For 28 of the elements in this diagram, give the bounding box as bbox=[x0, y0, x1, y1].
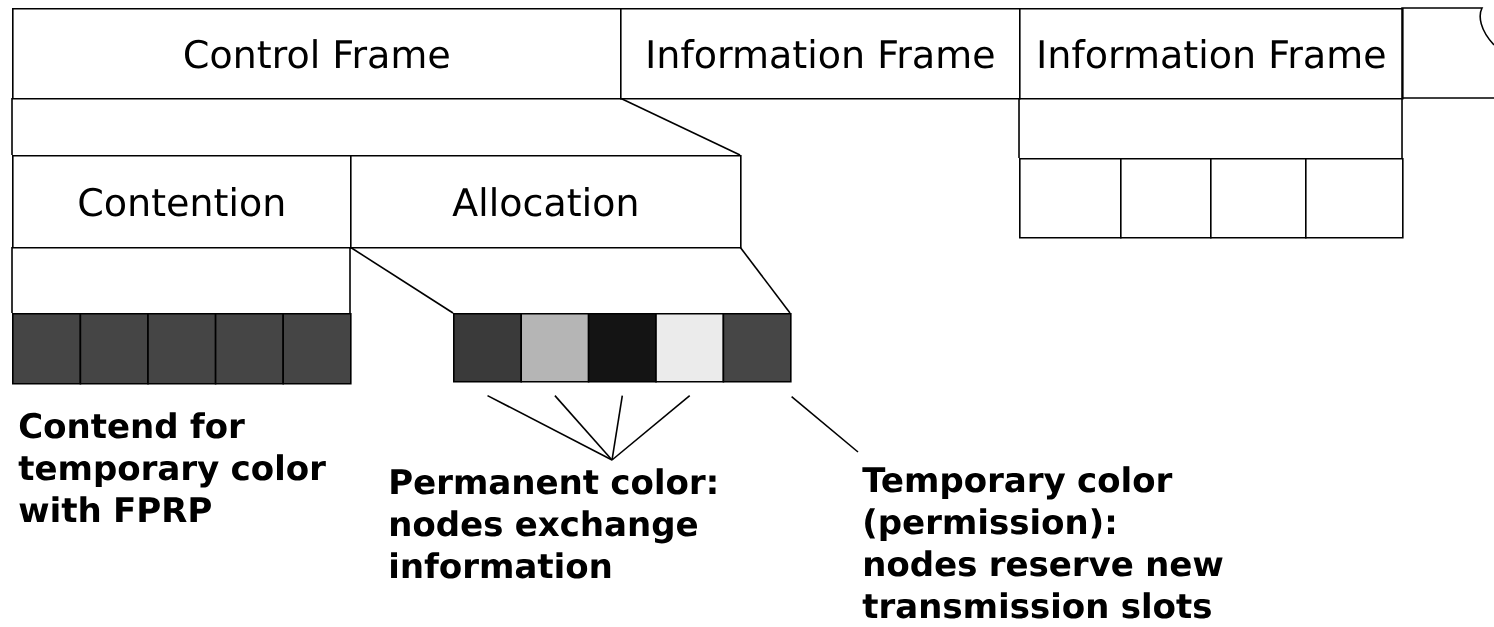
leader-line bbox=[611, 394, 691, 461]
slot-box bbox=[1019, 158, 1122, 239]
slot-box bbox=[147, 313, 217, 385]
frame-box: Information Frame bbox=[620, 8, 1021, 100]
partial-frame-box bbox=[1401, 7, 1494, 99]
slot-box bbox=[1305, 158, 1404, 239]
slot-box bbox=[282, 313, 352, 385]
caption-text: Contend for temporary color with FPRP bbox=[18, 412, 326, 523]
slot-box bbox=[79, 313, 149, 385]
phase-box: Allocation bbox=[350, 155, 742, 249]
frame-box: Information Frame bbox=[1019, 8, 1404, 100]
slot-box bbox=[1210, 158, 1307, 239]
caption-text: Temporary color (permission): nodes reserve new transmission slots bbox=[862, 466, 1223, 619]
slot-box bbox=[214, 313, 284, 385]
slot-box bbox=[12, 313, 82, 385]
slot-box bbox=[655, 313, 725, 383]
leader-line bbox=[790, 395, 859, 453]
leader-line bbox=[486, 394, 613, 461]
leader-line bbox=[554, 394, 613, 461]
frame-box: Control Frame bbox=[12, 8, 622, 100]
caption-text: Permanent color: nodes exchange information bbox=[391, 468, 716, 579]
slot-box bbox=[1120, 158, 1212, 239]
slot-box bbox=[453, 313, 522, 383]
slot-box bbox=[520, 313, 590, 383]
phase-box: Contention bbox=[12, 155, 352, 249]
leader-line bbox=[611, 394, 624, 461]
slot-box bbox=[587, 313, 657, 383]
slot-box bbox=[722, 313, 792, 383]
